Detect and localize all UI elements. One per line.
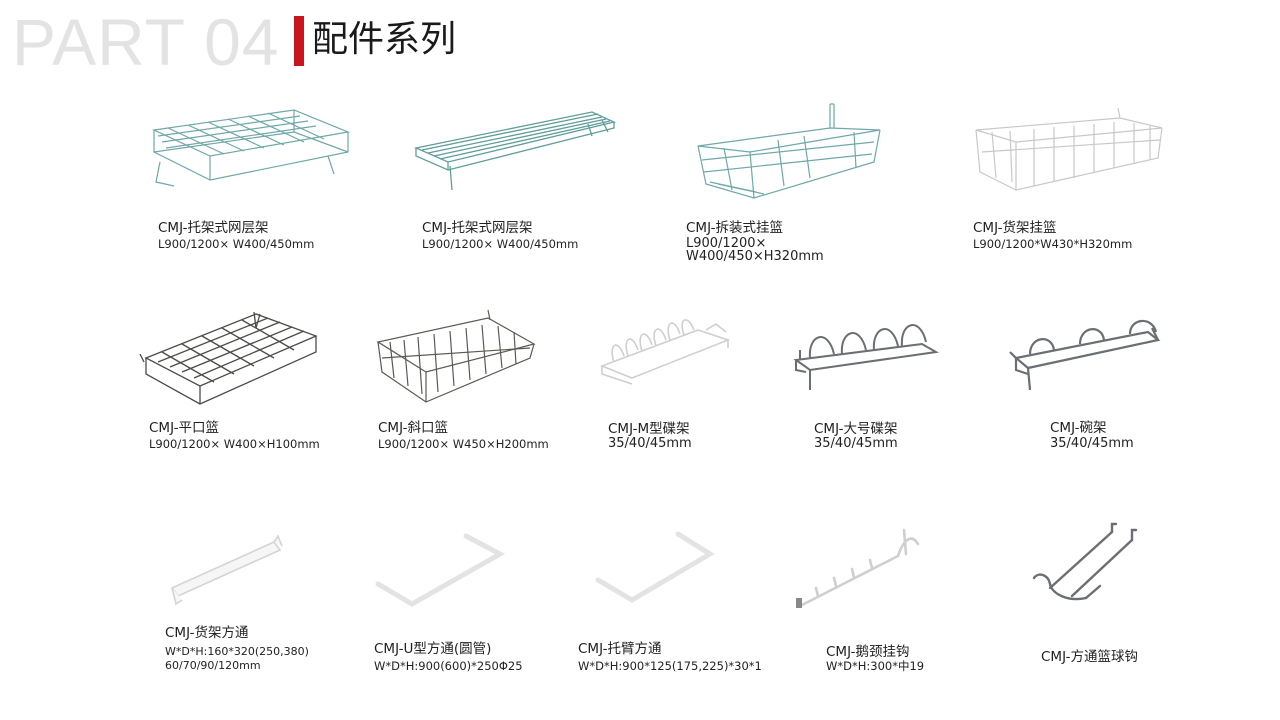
product-spec: W*D*H:160*320(250,380)	[165, 645, 309, 658]
product-spec: L900/1200× W450×H200mm	[378, 437, 549, 451]
product-name: CMJ-方通篮球钩	[1041, 649, 1138, 665]
product-spec: 35/40/45mm	[608, 436, 692, 451]
page-title: 配件系列	[312, 19, 457, 60]
shelf-bar-icon	[170, 534, 283, 606]
product-spec: L900/1200× W400×H100mm	[149, 437, 320, 451]
part-label: PART 04	[12, 5, 280, 79]
u-tube-icon	[375, 533, 506, 607]
flat-basket-icon	[139, 311, 318, 405]
arm-bar-icon	[595, 531, 715, 603]
product-name: CMJ-M型碟架	[608, 421, 690, 437]
product-name: CMJ-托架式网层架	[422, 220, 533, 236]
product-name: CMJ-托臂方通	[578, 641, 662, 657]
slant-basket-icon	[376, 309, 536, 403]
product-name: CMJ-大号碟架	[814, 421, 898, 437]
hanging-basket-icon	[697, 103, 881, 199]
ball-hook-icon	[1032, 522, 1138, 601]
product-spec: W*D*H:900(600)*250Φ25	[374, 659, 523, 673]
product-spec: L900/1200×	[686, 236, 767, 251]
product-name: CMJ-斜口篮	[378, 420, 448, 436]
plate-rack-icon	[599, 319, 731, 385]
product-spec-line2: 60/70/90/120mm	[165, 659, 261, 672]
product-spec: 35/40/45mm	[1050, 436, 1134, 451]
product-name: CMJ-平口篮	[149, 420, 219, 436]
flat-wire-shelf-icon	[413, 111, 616, 191]
bowl-rack-icon	[1009, 319, 1161, 391]
product-spec: L900/1200× W400/450mm	[422, 237, 579, 251]
product-spec: L900/1200× W400/450mm	[158, 237, 315, 251]
product-spec: W*D*H:300*中19	[826, 659, 925, 673]
gooseneck-hook-icon	[796, 528, 920, 608]
large-plate-rack-icon	[793, 324, 940, 390]
white-hanging-basket-icon	[975, 107, 1163, 191]
title-accent-bar	[294, 16, 304, 66]
product-spec: L900/1200*W430*H320mm	[973, 237, 1133, 251]
product-name: CMJ-货架方通	[165, 625, 249, 641]
product-spec: W*D*H:900*125(175,225)*30*1	[578, 659, 762, 673]
product-name: CMJ-拆装式挂篮	[686, 220, 783, 236]
product-name: CMJ-托架式网层架	[158, 220, 269, 236]
product-name: CMJ-U型方通(圆管)	[374, 641, 492, 657]
product-spec: 35/40/45mm	[814, 436, 898, 451]
product-name: CMJ-鹅颈挂钩	[826, 644, 910, 660]
product-name: CMJ-货架挂篮	[973, 220, 1057, 236]
wire-shelf-icon	[151, 109, 351, 187]
product-name: CMJ-碗架	[1050, 420, 1107, 436]
product-spec-line2: W400/450×H320mm	[686, 249, 824, 264]
